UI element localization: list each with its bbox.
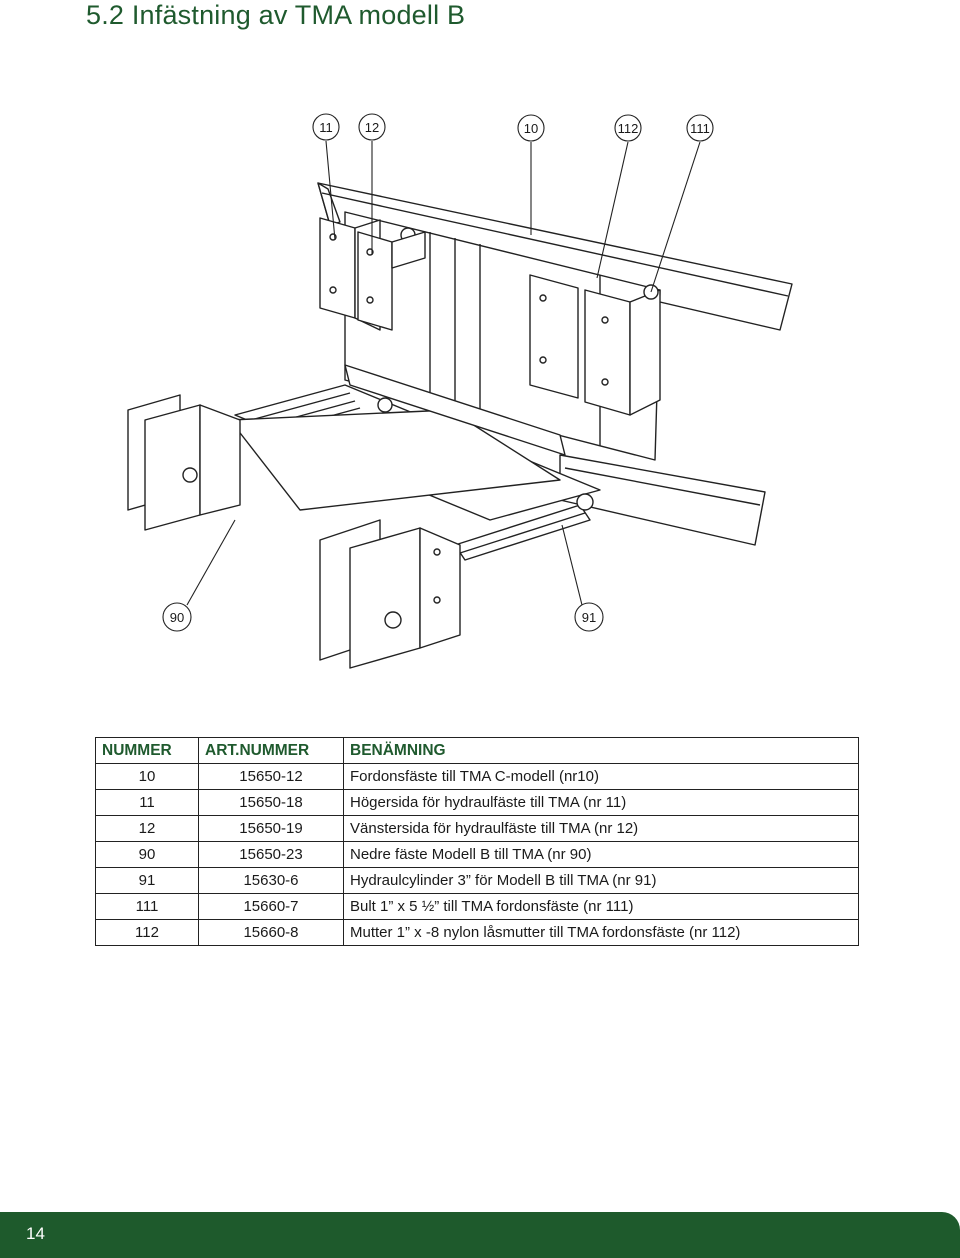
svg-text:112: 112	[618, 121, 639, 136]
cell-benamning: Mutter 1” x -8 nylon låsmutter till TMA …	[343, 919, 859, 946]
cell-benamning: Bult 1” x 5 ½” till TMA fordonsfäste (nr…	[343, 893, 859, 920]
cell-artnummer: 15650-23	[198, 841, 344, 868]
assembly-drawing: 11 12 10 112 111 90 91	[127, 113, 793, 669]
cell-nummer: 11	[95, 789, 199, 816]
header-benamning: BENÄMNING	[343, 737, 859, 764]
lower-bracket-right	[319, 519, 461, 669]
page-footer: 14	[0, 1212, 960, 1258]
svg-text:91: 91	[582, 610, 596, 625]
callout-11: 11	[312, 113, 340, 141]
cell-benamning: Högersida för hydraulfäste till TMA (nr …	[343, 789, 859, 816]
cell-artnummer: 15660-7	[198, 893, 344, 920]
cell-artnummer: 15650-12	[198, 763, 344, 790]
callout-10: 10	[517, 114, 545, 142]
vehicle-bracket-beam	[317, 182, 793, 331]
cell-nummer: 111	[95, 893, 199, 920]
cell-artnummer: 15660-8	[198, 919, 344, 946]
table-row: 90 15650-23 Nedre fäste Modell B till TM…	[95, 841, 859, 868]
mount-plate-right	[529, 274, 661, 416]
cell-benamning: Hydraulcylinder 3” för Modell B till TMA…	[343, 867, 859, 894]
callout-12: 12	[358, 113, 386, 141]
mount-plate-left	[319, 217, 426, 331]
svg-text:10: 10	[524, 121, 538, 136]
base-plate	[229, 364, 566, 511]
cell-nummer: 10	[95, 763, 199, 790]
cell-nummer: 91	[95, 867, 199, 894]
svg-text:11: 11	[319, 120, 333, 135]
cell-nummer: 90	[95, 841, 199, 868]
callout-111: 111	[686, 114, 714, 142]
table-row: 10 15650-12 Fordonsfäste till TMA C-mode…	[95, 763, 859, 790]
cell-artnummer: 15650-19	[198, 815, 344, 842]
table-header-row: NUMMER ART.NUMMER BENÄMNING	[95, 737, 859, 764]
cell-benamning: Fordonsfäste till TMA C-modell (nr10)	[343, 763, 859, 790]
table-row: 11 15650-18 Högersida för hydraulfäste t…	[95, 789, 859, 816]
page-number: 14	[26, 1224, 45, 1243]
cell-nummer: 12	[95, 815, 199, 842]
cell-benamning: Nedre fäste Modell B till TMA (nr 90)	[343, 841, 859, 868]
parts-table: NUMMER ART.NUMMER BENÄMNING 10 15650-12 …	[95, 737, 859, 946]
table-row: 112 15660-8 Mutter 1” x -8 nylon låsmutt…	[95, 919, 859, 946]
cell-artnummer: 15630-6	[198, 867, 344, 894]
cell-benamning: Vänstersida för hydraulfäste till TMA (n…	[343, 815, 859, 842]
callout-112: 112	[614, 114, 642, 142]
header-nummer: NUMMER	[95, 737, 199, 764]
table-row: 111 15660-7 Bult 1” x 5 ½” till TMA ford…	[95, 893, 859, 920]
leader-lines	[186, 140, 701, 606]
header-artnummer: ART.NUMMER	[198, 737, 344, 764]
cell-nummer: 112	[95, 919, 199, 946]
table-row: 91 15630-6 Hydraulcylinder 3” för Modell…	[95, 867, 859, 894]
table-row: 12 15650-19 Vänstersida för hydraulfäste…	[95, 815, 859, 842]
lower-bracket-left	[127, 394, 241, 531]
svg-text:12: 12	[365, 120, 379, 135]
svg-text:111: 111	[690, 121, 710, 136]
callout-90: 90	[162, 602, 192, 632]
callout-91: 91	[574, 602, 604, 632]
svg-text:90: 90	[170, 610, 184, 625]
cell-artnummer: 15650-18	[198, 789, 344, 816]
page-title: 5.2 Infästning av TMA modell B	[86, 0, 466, 30]
